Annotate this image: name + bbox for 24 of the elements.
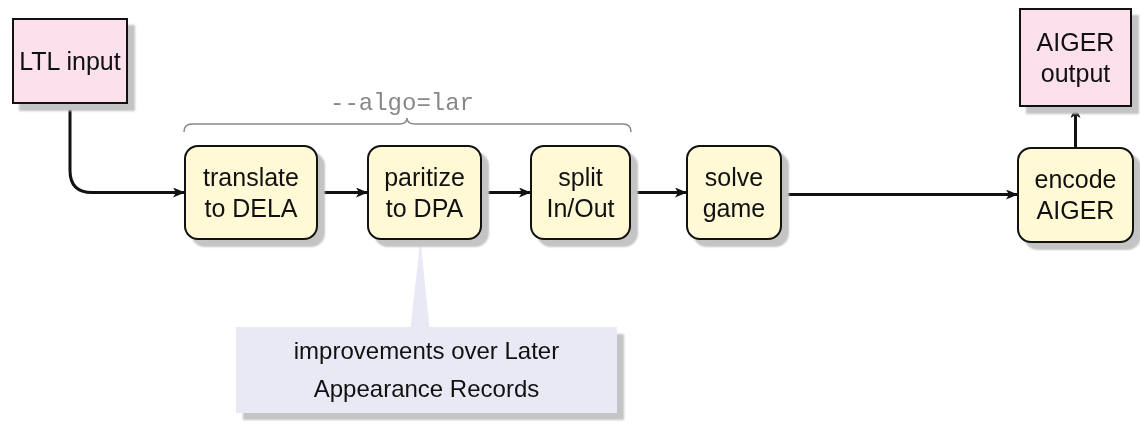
node-label: LTL input [19,45,121,77]
arrow [631,187,687,198]
node-label: paritize to DPA [383,161,466,224]
node-label: improvements over Later Appearance Records [292,336,561,404]
arrow [482,187,531,198]
io-box [1019,8,1132,107]
process-box [686,145,782,240]
process-box [184,145,318,240]
process-box [530,145,631,240]
process-box [367,145,482,240]
process-box [1017,147,1134,243]
arrow [1070,106,1081,147]
arrow [782,189,1018,200]
node-label: translate to DELA [202,161,300,224]
node-label: split In/Out [545,161,616,224]
node-label: AIGER output [1035,26,1116,89]
io-box [12,18,128,104]
arrow [68,104,185,198]
callout-pointer [410,240,430,327]
node-label: encode AIGER [1033,164,1118,226]
callout-box [236,327,617,413]
node-label: solve game [701,161,767,224]
option-label: --algo=lar [330,90,475,117]
arrow [318,187,368,198]
